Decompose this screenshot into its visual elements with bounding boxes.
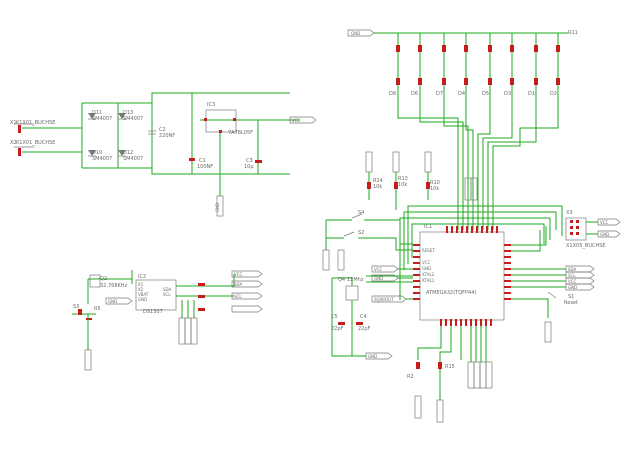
c3-value: 10µ: [244, 164, 254, 170]
sda-rtc-label: SDA: [234, 282, 243, 287]
ic1-pin-xtal2: XTAL2: [422, 272, 435, 277]
gnd-x3-label: GND: [600, 232, 609, 237]
ic2-pin-x1: X1: [138, 282, 144, 287]
d12-label: D12: [123, 150, 133, 156]
d12-part: SM4007: [123, 156, 143, 162]
ic3-part: 7A78L05F: [228, 130, 253, 136]
d11-label: D11: [92, 110, 102, 116]
q4-value: 12Mhz: [347, 277, 364, 283]
ic2-part: DS1307: [143, 309, 163, 315]
x3-label: X3: [566, 210, 573, 216]
vcc-x3-label: VCC: [600, 220, 609, 225]
rtc-section: Q2 32.768KHz IC2 X1 X2 VBAT GND SDA SCL …: [72, 270, 263, 371]
sda-mcu-tag: SDA: [568, 267, 577, 272]
vcc-mcu-tag: VCC: [568, 279, 577, 284]
d13-part: SM4007: [123, 116, 143, 122]
vcc-out-label: VCC: [292, 118, 301, 123]
gnd-led-label: GND: [351, 31, 360, 36]
c4-label: C4: [360, 314, 367, 320]
c3-label: C3: [246, 158, 253, 164]
x1-name: K1X01_BUCHSE: [16, 120, 55, 126]
gnd-mcu-tag: GND: [568, 285, 577, 290]
c2-value: 220NF: [159, 133, 175, 139]
r11-label: R11: [568, 30, 578, 36]
ic1-pin-xtal1: XTAL1: [422, 278, 435, 283]
s4-label: S4: [358, 210, 364, 216]
vcc-rtc-label: VCC: [234, 272, 243, 277]
gnd-mcu-label: GND: [374, 276, 383, 281]
r15-label: R15: [445, 364, 455, 370]
ic2-label: IC2: [138, 274, 146, 280]
led-d3: D3: [504, 91, 511, 97]
c2-label: C2: [159, 127, 166, 133]
c4-value: 22pF: [358, 326, 371, 332]
d11-part: SM4007: [92, 116, 112, 122]
s1-name: Reset: [564, 300, 578, 306]
d13-label: D13: [123, 110, 133, 116]
c1-value: 100NF: [197, 164, 213, 170]
sqw-tag-label: SQW/OUT: [374, 297, 394, 302]
led-d1: D1: [528, 91, 535, 97]
s2-label: S2: [358, 230, 364, 236]
led-columns: D8 D6 D7 D4 D5 D3 D1 D2: [389, 33, 560, 97]
led-d2: D2: [550, 91, 557, 97]
ic3-label: IC3: [207, 102, 215, 108]
c5-label: C5: [331, 314, 338, 320]
ic2-pin-gnd: GND: [138, 297, 147, 302]
gnd-supply-label: GND: [215, 203, 220, 212]
ic2-pin-sda: SDA: [163, 287, 172, 292]
s1-label: S1: [568, 294, 574, 300]
ic1-pin-reset: RESET: [422, 248, 435, 253]
led-d8: D8: [389, 91, 396, 97]
power-supply-section: X1 K1X01_BUCHSE X2 K1X01_BUCHSE D11 SM40…: [10, 92, 317, 217]
r14-value: 10k: [373, 184, 382, 190]
r5-label: R5: [94, 306, 101, 312]
ic1-pin-vcc: VCC: [422, 260, 431, 265]
ic1-pin-gnd: GND: [422, 266, 431, 271]
c1-label: C1: [199, 158, 206, 164]
r13-value: 10k: [398, 182, 407, 188]
input-section: R14 10k R13 10k R10 10k S4 S2 Q4 12Mhz C…: [322, 151, 478, 423]
x2-name: K1X01_BUCHSE: [16, 140, 55, 146]
mcu-section: IC1 ATMEGA32(TQFP44): [371, 205, 621, 400]
scl-rtc-label: SCL: [234, 294, 242, 299]
ic2-pin-vbat: VBAT: [138, 292, 149, 297]
d10-label: D10: [92, 150, 102, 156]
ic2-pin-x2: X2: [138, 287, 144, 292]
led-d7: D7: [436, 91, 443, 97]
gnd-rtc-label: GND: [108, 299, 117, 304]
ic1-label: IC1: [424, 224, 432, 230]
vcc-mcu-label: VCC: [374, 267, 383, 272]
d10-part: SM4007: [92, 156, 112, 162]
q2-label: Q2: [100, 276, 107, 282]
ic2-pin-scl: SCL: [163, 292, 171, 297]
ic1-part: ATMEGA32(TQFP44): [426, 290, 476, 296]
led-d6: D6: [411, 91, 418, 97]
x2-label: X2: [10, 140, 17, 146]
led-d4: D4: [458, 91, 465, 97]
led-d5: D5: [482, 91, 489, 97]
r2-label: R2: [407, 374, 414, 380]
x3-name: X1X05_BUCHSE: [566, 243, 606, 249]
r10-label: R10: [430, 180, 440, 186]
c5-value: 22pF: [331, 326, 344, 332]
gnd-xtal-label: GND: [368, 354, 377, 359]
x1-label: X1: [10, 120, 17, 126]
q2-value: 32.768KHz: [100, 283, 128, 289]
s3-label: S3: [73, 304, 79, 310]
r10-value: 10k: [430, 186, 439, 192]
scl-mcu-tag: SCL: [568, 273, 576, 278]
r13-label: R13: [398, 176, 408, 182]
q4-label: Q4: [338, 277, 345, 283]
led-section: GND R11 D8 D6 D7 D4 D5 D3 D1 D2: [347, 29, 578, 230]
r14-label: R14: [373, 178, 383, 184]
